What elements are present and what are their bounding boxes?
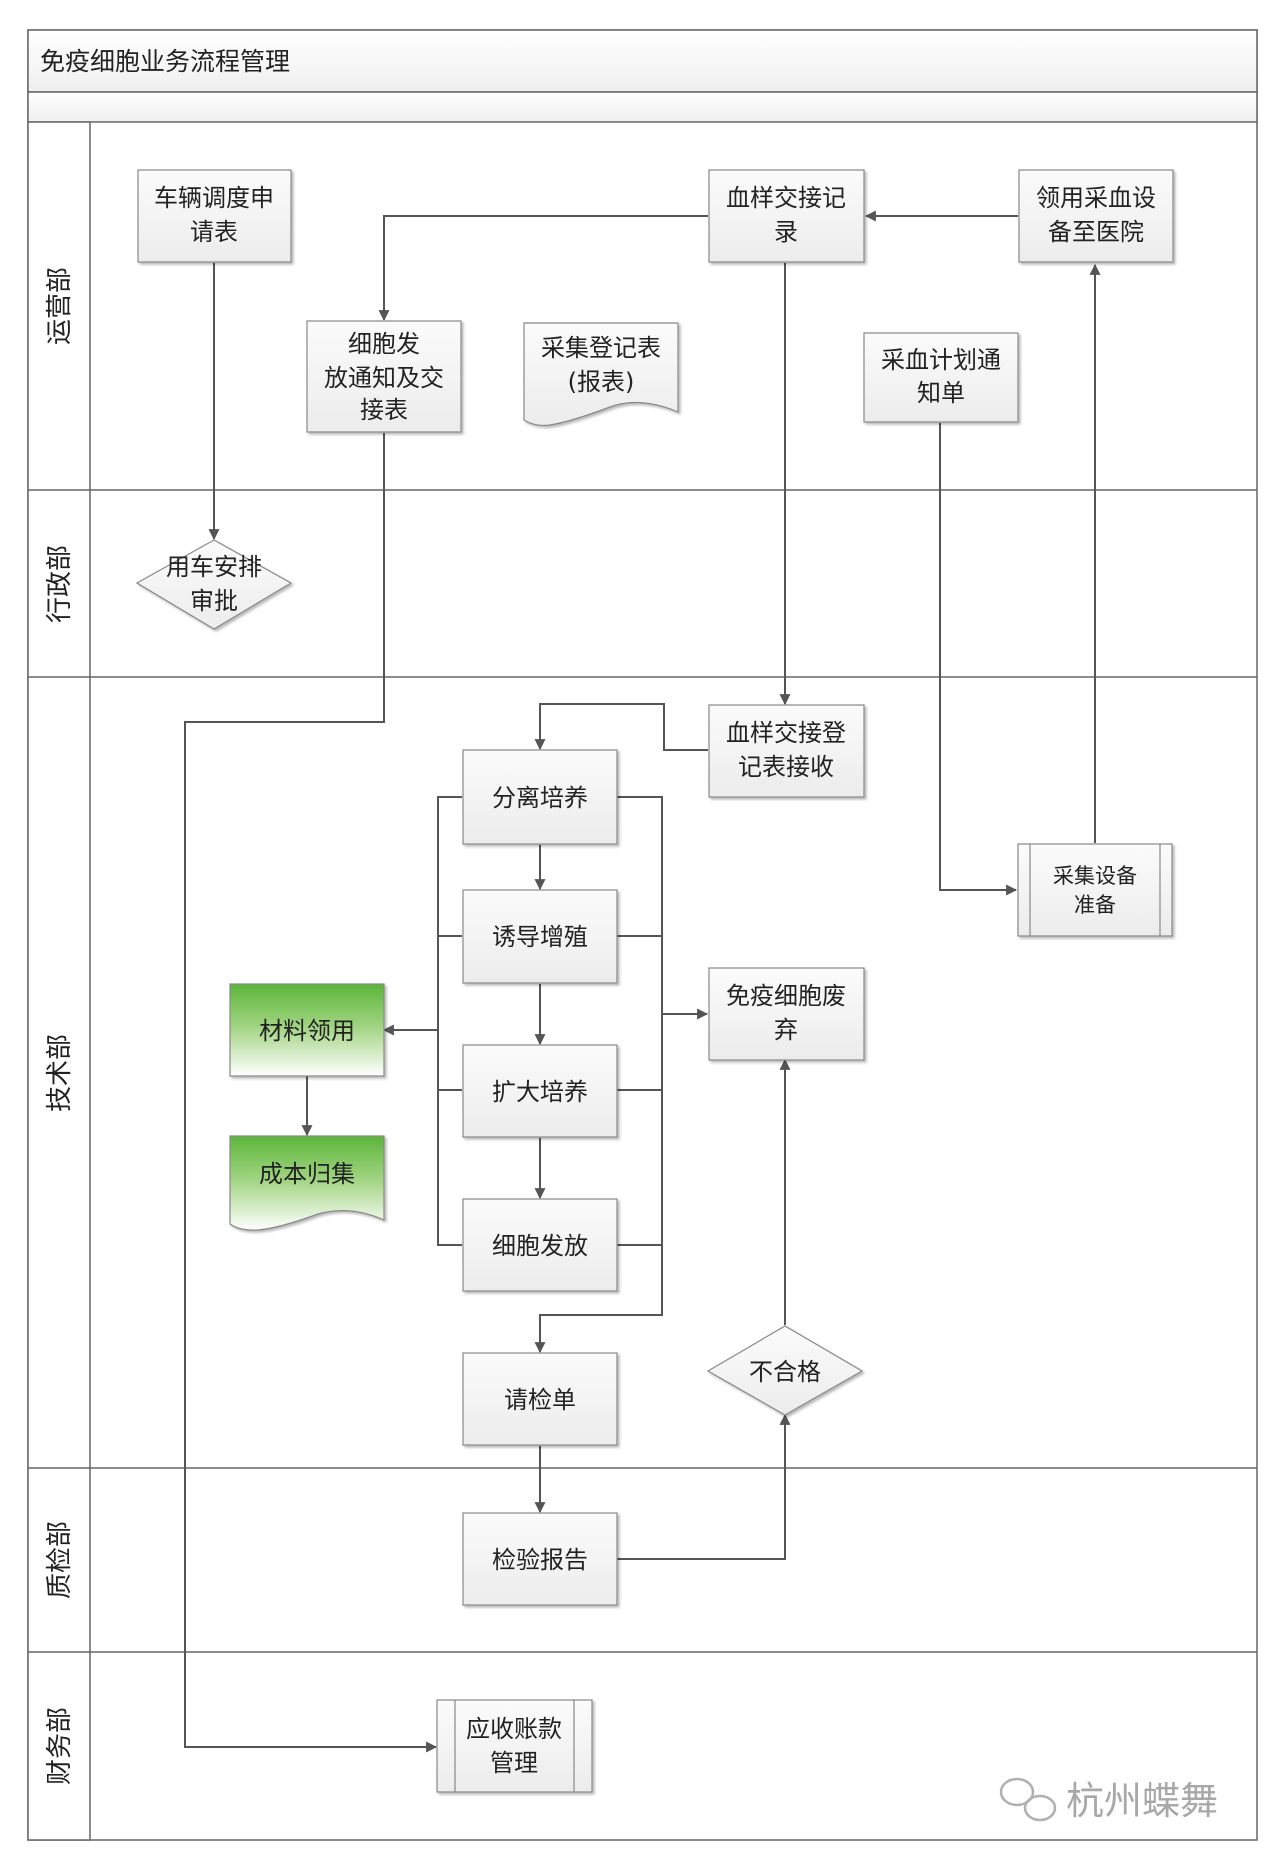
node-cell-release-notice: 细胞发 放通知及交 接表 [306, 320, 462, 433]
connector-process-to-discard [534, 796, 663, 1354]
node-blood-handover: 血样交接记 录 [708, 169, 865, 263]
node-inspection-report: 检验报告 [462, 1512, 618, 1606]
node-separation-culture: 分离培养 [462, 749, 618, 845]
node-cell-release-notice-line-2: 放通知及交 [324, 364, 444, 392]
node-vehicle-request-line-1: 车辆调度申 [154, 184, 274, 212]
node-receivables: 应收账款 管理 [436, 1699, 593, 1793]
node-blood-handover-line-2: 录 [774, 218, 798, 246]
node-get-equipment: 领用采血设 备至医院 [1018, 169, 1174, 263]
node-expanded-culture-label: 扩大培养 [492, 1078, 588, 1106]
node-material-requisition: 材料领用 [229, 983, 385, 1077]
node-receivables-line-2: 管理 [490, 1749, 538, 1777]
node-receivables-line-1: 应收账款 [466, 1715, 562, 1743]
node-material-requisition-label: 材料领用 [259, 1017, 355, 1045]
node-vehicle-request-line-2: 请表 [190, 218, 238, 246]
watermark-text: 杭州蝶舞 [1066, 1779, 1218, 1823]
node-cell-release: 细胞发放 [462, 1198, 618, 1292]
node-cell-release-label: 细胞发放 [492, 1232, 588, 1260]
node-inspection-report-label: 检验报告 [492, 1546, 588, 1574]
node-collection-register-line-1: 采集登记表 [541, 334, 661, 362]
node-unqualified-label: 不合格 [749, 1358, 821, 1386]
connector-report-to-unqualified [617, 1413, 791, 1560]
connector-plan-to-equipment-prep [939, 423, 1018, 896]
connector-receive-to-separation [534, 703, 708, 751]
node-cost-collection: 成本归集 [229, 1135, 385, 1231]
node-cell-discard: 免疫细胞废 弃 [708, 967, 865, 1061]
node-vehicle-approval-line-2: 审批 [190, 587, 238, 615]
node-expanded-culture: 扩大培养 [462, 1044, 618, 1138]
node-separation-culture-label: 分离培养 [492, 784, 588, 812]
node-equipment-prep-line-1: 采集设备 [1053, 864, 1137, 888]
node-cell-discard-line-1: 免疫细胞废 [726, 982, 846, 1010]
node-cell-discard-line-2: 弃 [774, 1016, 798, 1044]
node-cost-collection-label: 成本归集 [259, 1160, 355, 1188]
lane-label-finance: 财务部 [45, 1707, 75, 1785]
node-vehicle-request: 车辆调度申 请表 [137, 169, 292, 263]
node-get-equipment-line-1: 领用采血设 [1036, 184, 1156, 212]
node-cell-release-notice-line-1: 细胞发 [348, 330, 420, 358]
node-blood-plan-notice-line-1: 采血计划通 [881, 346, 1001, 374]
node-vehicle-approval-line-1: 用车安排 [166, 553, 262, 581]
node-handover-receive-line-2: 记表接收 [738, 753, 834, 781]
node-collection-register: 采集登记表 (报表) [523, 322, 679, 427]
node-blood-handover-line-1: 血样交接记 [726, 184, 846, 212]
node-handover-receive-line-1: 血样交接登 [726, 719, 846, 747]
node-handover-receive: 血样交接登 记表接收 [708, 704, 865, 798]
swim-lanes: 运营部 行政部 技术部 质检部 财务部 [27, 121, 1257, 1841]
node-induced-proliferation-label: 诱导增殖 [492, 923, 588, 951]
diagram-title: 免疫细胞业务流程管理 [40, 47, 290, 76]
node-unqualified: 不合格 [706, 1325, 864, 1416]
connectors [184, 210, 1101, 1753]
node-collection-register-line-2: (报表) [568, 368, 635, 396]
connector-process-to-material [437, 796, 462, 1246]
node-blood-plan-notice-line-2: 知单 [917, 379, 965, 407]
node-equipment-prep: 采集设备 准备 [1017, 843, 1173, 937]
connector-handover-to-release-notice [378, 215, 708, 322]
lane-label-qc: 质检部 [45, 1521, 75, 1599]
node-get-equipment-line-2: 备至医院 [1048, 218, 1144, 246]
node-inspection-request-label: 请检单 [504, 1386, 576, 1414]
watermark: 杭州蝶舞 [999, 1777, 1218, 1823]
node-inspection-request: 请检单 [462, 1352, 618, 1446]
connector-release-notice-to-receivables [184, 433, 438, 1753]
node-vehicle-approval: 用车安排 审批 [135, 539, 293, 630]
lane-label-ops: 运营部 [45, 267, 75, 345]
node-equipment-prep-line-2: 准备 [1074, 893, 1116, 917]
node-induced-proliferation: 诱导增殖 [462, 889, 618, 984]
lane-label-admin: 行政部 [45, 545, 75, 623]
lane-label-tech: 技术部 [45, 1034, 75, 1112]
node-blood-plan-notice: 采血计划通 知单 [863, 332, 1019, 423]
node-cell-release-notice-line-3: 接表 [360, 396, 408, 424]
chat-bubble-icon [999, 1777, 1057, 1822]
